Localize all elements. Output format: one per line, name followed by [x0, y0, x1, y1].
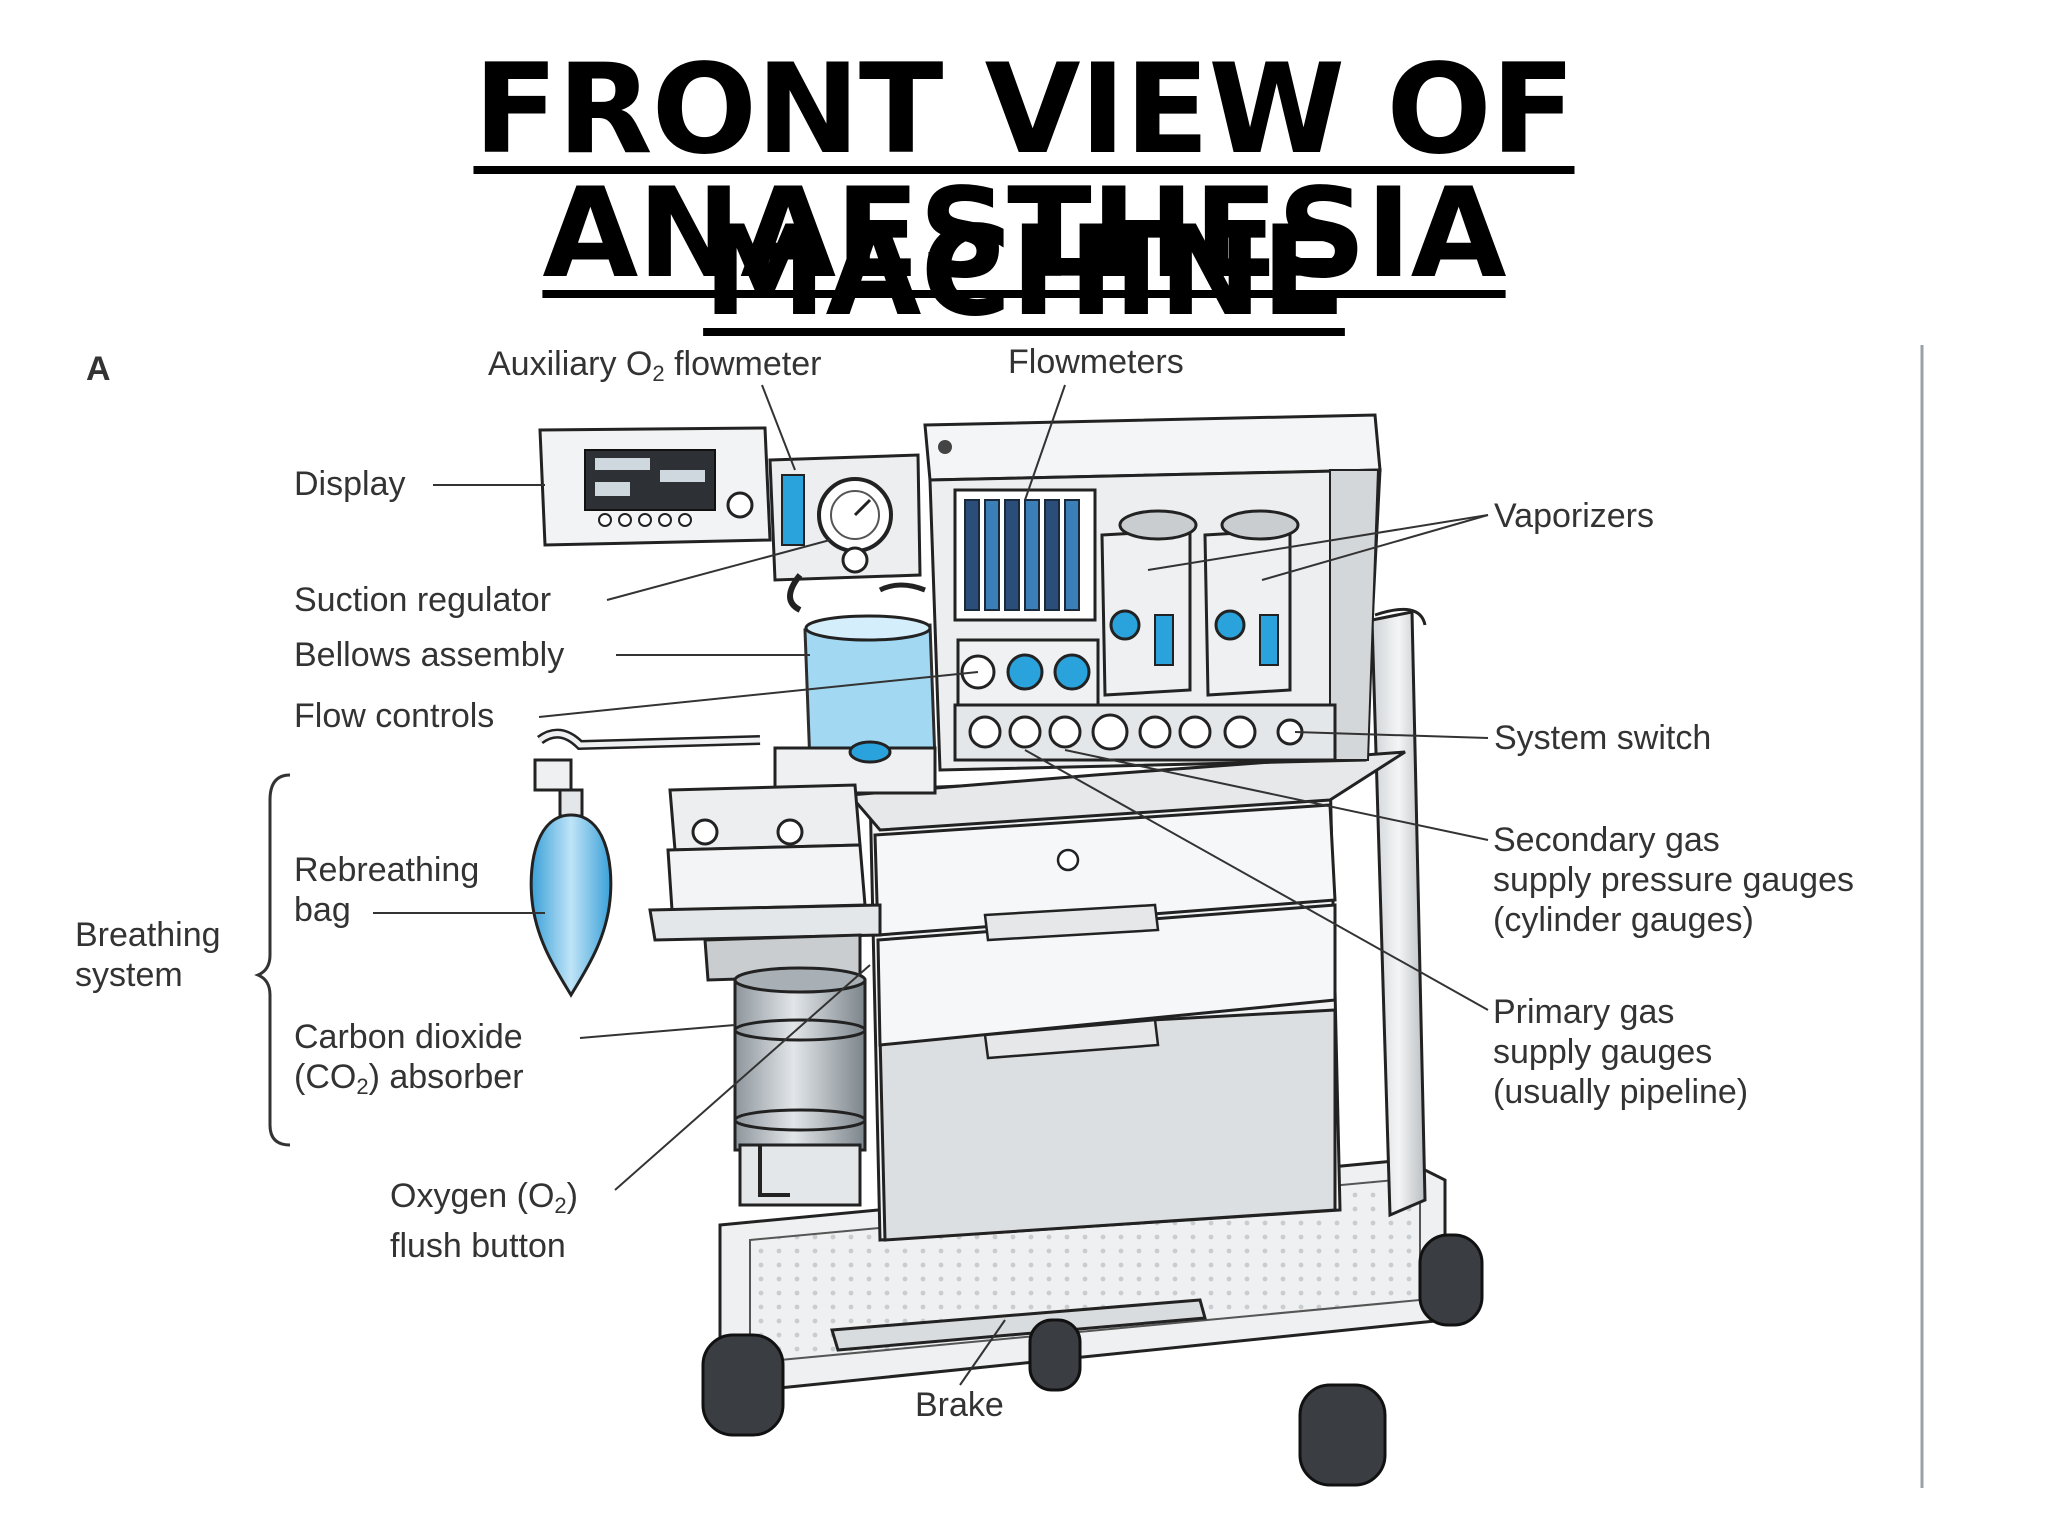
bellows-assembly [773, 582, 937, 795]
rebreathing-bag-label: Rebreathing bag [294, 851, 480, 929]
vaporizers-label: Vaporizers [1494, 497, 1654, 535]
breathing-system-brace [254, 773, 291, 1147]
upper-tower [923, 413, 1382, 772]
co2-absorber-drawing [733, 966, 867, 1207]
suction-regulator-label: Suction regulator [294, 581, 552, 619]
rear-pole [1370, 610, 1427, 1218]
title-line-1: FRONT VIEW OF ANAESTHESIA [473, 38, 1575, 306]
vaporizers-drawing [1100, 509, 1300, 697]
display-label: Display [294, 465, 406, 503]
title-line-2: MACHINE [703, 200, 1346, 344]
secondary-gas-label: Secondary gas supply pressure gauges (cy… [1493, 821, 1855, 939]
cabinet [846, 750, 1406, 1242]
leader-lines [373, 384, 1489, 1386]
co2-absorber-label: Carbon dioxide (CO2) absorber [294, 1018, 524, 1099]
breathing-system-label: Breathing system [75, 916, 221, 994]
suction-regulator-unit [768, 453, 922, 613]
panel-letter: A [86, 350, 111, 388]
primary-gas-label: Primary gas supply gauges (usually pipel… [1493, 993, 1749, 1111]
brake-label: Brake [915, 1386, 1004, 1424]
display-unit [538, 426, 772, 547]
o2-flush-button-label: Oxygen (O2) flush button [390, 1177, 578, 1265]
rebreathing-bag-drawing [529, 788, 613, 998]
bellows-assembly-label: Bellows assembly [294, 636, 565, 674]
auxiliary-o2-flowmeter-label: Auxiliary O2 flowmeter [488, 345, 822, 386]
brake-pedal [830, 1298, 1207, 1352]
flowmeters-label: Flowmeters [1008, 343, 1184, 381]
wheels [701, 1233, 1484, 1487]
system-switch-label: System switch [1494, 719, 1712, 757]
gauge-row [953, 703, 1337, 762]
flow-controls-label: Flow controls [294, 697, 495, 735]
